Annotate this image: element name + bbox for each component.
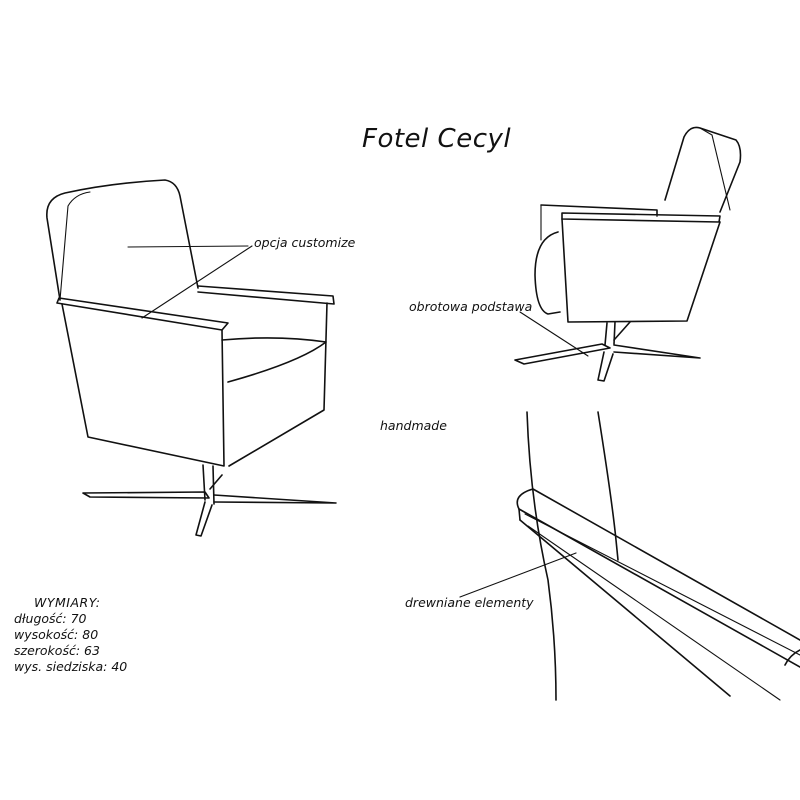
chair-backrest-seam — [59, 191, 91, 301]
chair-left-arm-panel — [61, 303, 225, 467]
dimension-value: 80 — [82, 627, 99, 642]
detail-back-right — [597, 411, 619, 561]
chair-side-arm-top — [540, 204, 721, 223]
chair-side-backrest-edge — [699, 127, 731, 211]
chair-base — [82, 474, 337, 537]
detail-back-left — [526, 411, 557, 701]
chair-side-backrest — [664, 126, 742, 213]
leader-lines — [127, 245, 589, 598]
dimension-value: 63 — [84, 643, 100, 658]
label-customize: opcja customize — [254, 235, 356, 250]
dimension-row-height: wysokość: 80 — [14, 627, 127, 643]
leader-base — [519, 311, 589, 357]
dimension-value: 70 — [70, 611, 87, 626]
label-wooden-elements: drewniane elementy — [405, 595, 534, 610]
arm-detail-view — [516, 411, 800, 701]
chair-side-body — [561, 218, 721, 323]
chair-seat — [221, 337, 327, 383]
dimension-label: wysokość: — [14, 627, 79, 642]
dimension-row-length: długość: 70 — [14, 611, 127, 627]
label-swivel-base: obrotowa podstawa — [409, 299, 533, 314]
chair-side-stem — [604, 321, 616, 346]
leader-customize-2 — [141, 245, 253, 319]
chair-left-arm-top — [56, 297, 229, 331]
page-title: Fotel Cecyl — [362, 124, 512, 154]
leader-customize-1 — [127, 245, 249, 248]
detail-arm-edge-3 — [524, 513, 800, 656]
detail-arm-corner — [518, 508, 521, 521]
detail-arm-edge-4 — [527, 525, 781, 701]
chair-right-arm-side — [228, 302, 328, 467]
dimension-label: szerokość: — [14, 643, 81, 658]
label-handmade: handmade — [380, 418, 447, 433]
chair-side-base — [514, 321, 701, 382]
dimensions-block: WYMIARY: długość: 70 wysokość: 80 szerok… — [14, 595, 127, 675]
chair-backrest — [46, 179, 199, 301]
dimension-label: długość: — [14, 611, 67, 626]
leader-wood — [459, 552, 577, 598]
detail-arm-edge-2 — [519, 519, 731, 697]
chair-front-view — [46, 179, 337, 537]
chair-side-view — [514, 126, 742, 382]
chair-side-cushion — [534, 231, 561, 315]
detail-arm-top — [516, 488, 800, 641]
dimension-row-seat-height: wys. siedziska: 40 — [14, 659, 127, 675]
dimensions-heading: WYMIARY: — [34, 595, 101, 610]
detail-right-edge — [784, 649, 800, 666]
dimension-label: wys. siedziska: — [14, 659, 108, 674]
dimension-value: 40 — [111, 659, 128, 674]
dimension-row-width: szerokość: 63 — [14, 643, 127, 659]
chair-right-arm-top — [197, 285, 335, 305]
